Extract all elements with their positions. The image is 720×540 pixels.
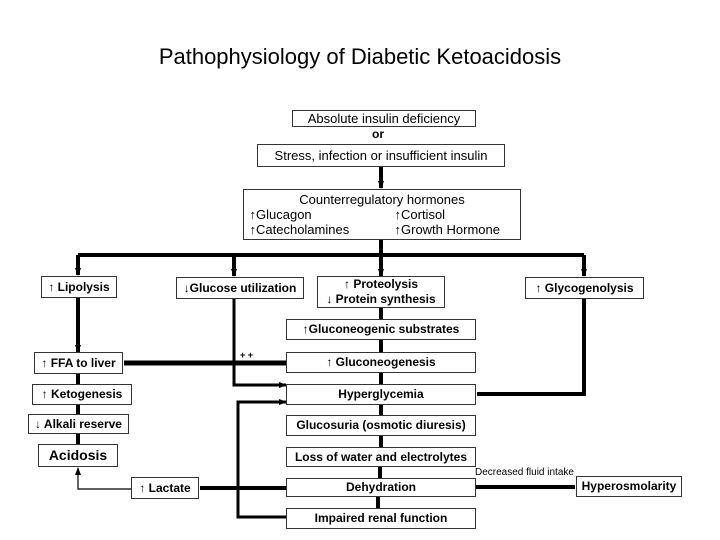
node-lactate: ↑ Lactate: [131, 477, 199, 499]
node-loss-water-electrolytes: Loss of water and electrolytes: [286, 447, 476, 467]
hormones-title: Counterregulatory hormones: [299, 192, 465, 207]
node-glucosuria: Glucosuria (osmotic diuresis): [286, 415, 476, 436]
node-label: Stress, infection or insufficient insuli…: [274, 148, 488, 163]
node-impaired-renal: Impaired renal function: [286, 508, 476, 529]
node-label: ↑ Ketogenesis: [41, 387, 123, 401]
arrow-lactate-to-acidosis: [75, 467, 131, 490]
node-glucose-utilization: ↓Glucose utilization: [176, 277, 304, 299]
hormone-growth: ↑Growth Hormone: [394, 222, 500, 237]
node-lipolysis: ↑ Lipolysis: [41, 276, 117, 298]
node-label: Impaired renal function: [314, 511, 448, 525]
diagram-title: Pathophysiology of Diabetic Ketoacidosis: [158, 44, 562, 69]
or-label: or: [372, 127, 384, 141]
hormones-grid: ↑Glucagon ↑Cortisol ↑Catecholamines ↑Gro…: [250, 207, 515, 237]
node-dehydration: Dehydration: [286, 478, 476, 497]
node-label: Hyperglycemia: [338, 387, 424, 401]
node-label: Loss of water and electrolytes: [294, 449, 468, 464]
node-label: ↑ Lipolysis: [48, 279, 110, 294]
node-label: ↓ Alkali reserve: [35, 416, 122, 431]
node-acidosis: Acidosis: [38, 444, 118, 467]
arrow-glycogenolysis-to-hyperglycemia: [477, 298, 586, 396]
node-label: ↑ FFA to liver: [41, 355, 116, 370]
node-label: Acidosis: [48, 447, 108, 463]
node-label: Glucosuria (osmotic diuresis): [296, 418, 466, 432]
node-gluconeogenic-substrates: ↑Gluconeogenic substrates: [286, 319, 476, 340]
node-label: Hyperosmolarity: [581, 479, 677, 493]
plus-label: + +: [240, 350, 254, 360]
node-proteolysis: ↑ Proteolysis ↓ Protein synthesis: [317, 276, 445, 308]
node-gluconeogenesis: ↑ Gluconeogenesis: [286, 352, 476, 373]
node-glycogenolysis: ↑ Glycogenolysis: [525, 277, 644, 299]
arrow-glucose-util-to-hyperglycemia: [232, 298, 287, 388]
node-label: ↓ Protein synthesis: [326, 292, 436, 306]
node-label: ↑ Lactate: [139, 480, 191, 495]
node-stress-infection: Stress, infection or insufficient insuli…: [257, 144, 505, 167]
node-label: ↑Gluconeogenic substrates: [302, 322, 460, 336]
node-label: ↑ Gluconeogenesis: [326, 355, 436, 369]
node-label: Absolute insulin deficiency: [307, 111, 461, 126]
node-ketogenesis: ↑ Ketogenesis: [32, 384, 132, 405]
node-counterregulatory-hormones: Counterregulatory hormones ↑Glucagon ↑Co…: [243, 189, 521, 240]
node-label: ↓Glucose utilization: [183, 280, 297, 295]
node-hyperglycemia: Hyperglycemia: [286, 384, 476, 405]
node-label: Dehydration: [345, 480, 416, 494]
hormone-cortisol: ↑Cortisol: [394, 207, 446, 222]
hormone-glucagon: ↑Glucagon: [249, 207, 312, 222]
node-alkali-reserve: ↓ Alkali reserve: [28, 414, 129, 434]
hormone-catecholamines: ↑Catecholamines: [249, 222, 350, 237]
node-hyperosmolarity: Hyperosmolarity: [576, 476, 682, 497]
node-ffa-to-liver: ↑ FFA to liver: [34, 352, 123, 374]
arrow-renal-to-hyperglycemia: [236, 399, 287, 519]
node-label: ↑ Glycogenolysis: [535, 280, 634, 295]
node-label: ↑ Proteolysis: [343, 277, 419, 291]
node-absolute-insulin-deficiency: Absolute insulin deficiency: [292, 110, 476, 127]
decreased-fluid-label: Decreased fluid intake: [475, 467, 574, 478]
